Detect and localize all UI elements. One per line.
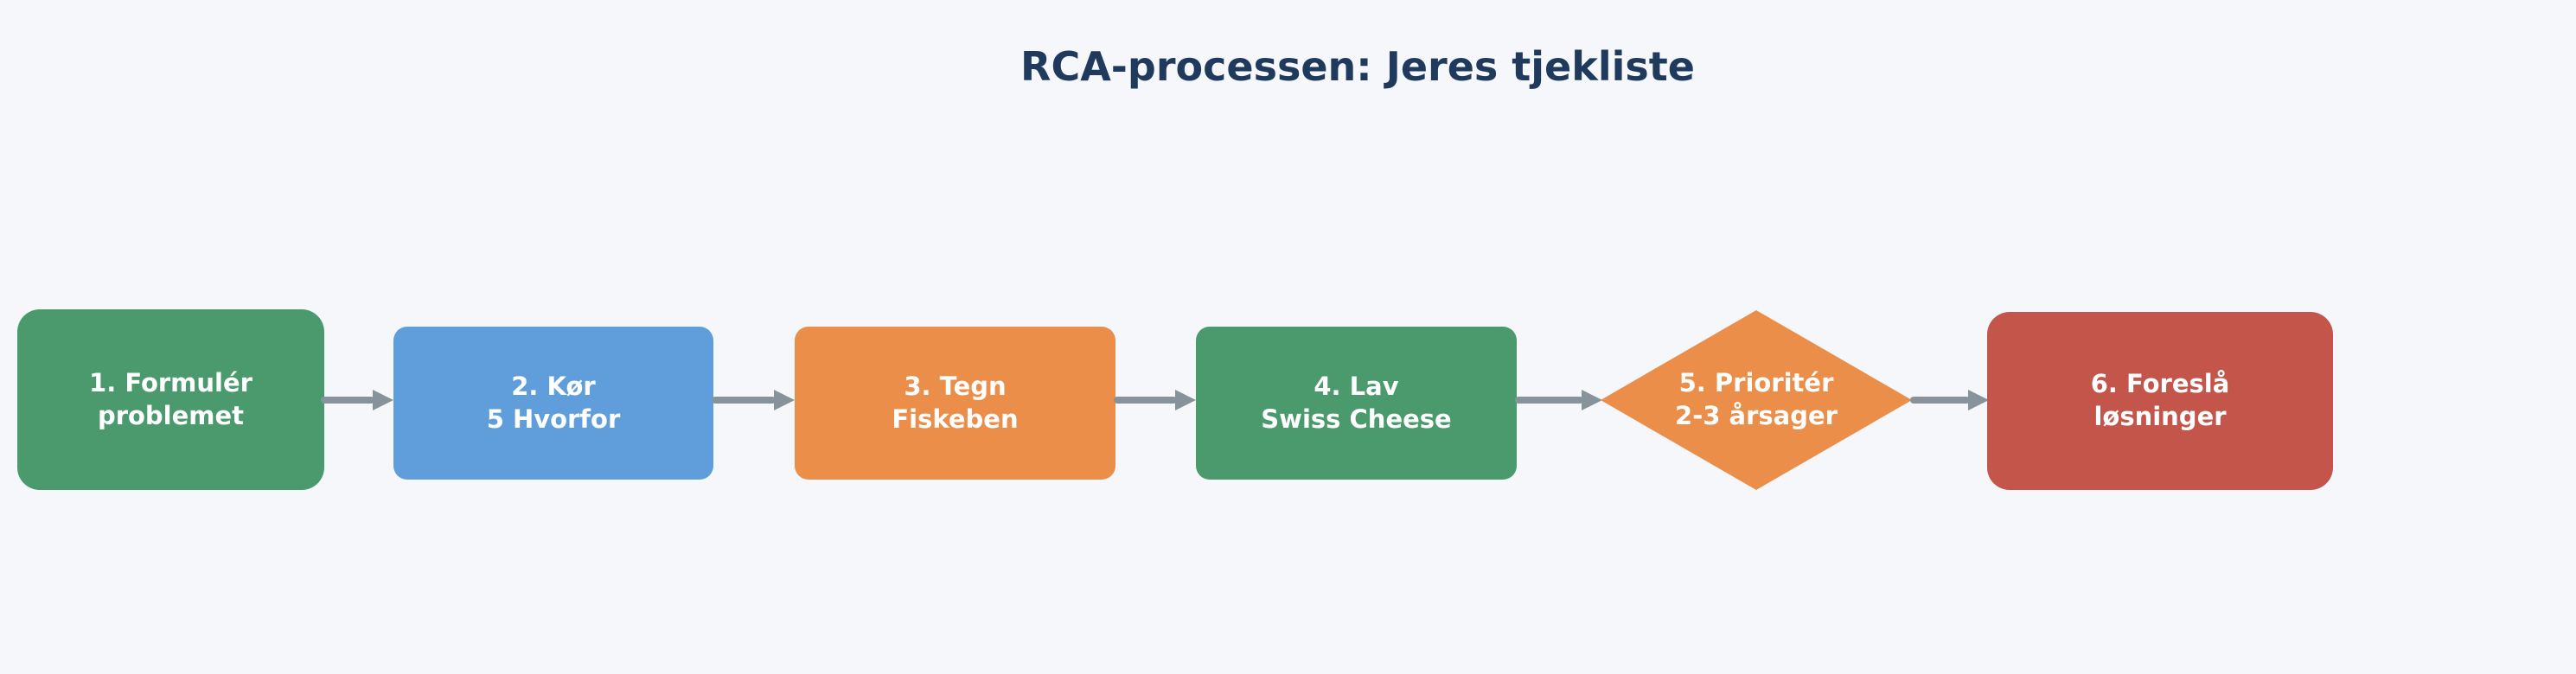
- arrow-connector-4: [1515, 390, 1602, 410]
- arrow-connector-3: [1114, 390, 1196, 410]
- flow-step-4-lav-swiss-cheese: 4. Lav Swiss Cheese: [1196, 327, 1517, 480]
- step-1-line2: problemet: [97, 400, 245, 430]
- step-4-line1: 4. Lav: [1314, 371, 1399, 401]
- step-2-line2: 5 Hvorfor: [486, 404, 621, 434]
- step-1-line1: 1. Formulér: [89, 367, 252, 397]
- step-6-line2: løsninger: [2093, 402, 2227, 431]
- flow-step-3-tegn-fiskeben: 3. Tegn Fiskeben: [795, 327, 1115, 480]
- arrow-connector-1: [321, 390, 393, 410]
- step-5-line2: 2-3 årsager: [1675, 401, 1838, 430]
- arrow-connector-2: [712, 390, 795, 410]
- step-2-label: 2. Kør 5 Hvorfor: [393, 371, 713, 436]
- step-6-line1: 6. Foreslå: [2090, 369, 2230, 399]
- diagram-title: RCA-processen: Jeres tjekliste: [1020, 43, 1695, 90]
- step-5-line1: 5. Prioritér: [1678, 368, 1834, 398]
- step-1-label: 1. Formulér problemet: [17, 367, 324, 432]
- flow-step-6-foresla-losninger: 6. Foreslå løsninger: [1987, 312, 2333, 490]
- step-4-label: 4. Lav Swiss Cheese: [1196, 371, 1517, 436]
- step-3-line2: Fiskeben: [892, 404, 1019, 434]
- flow-step-2-kor-5-hvorfor: 2. Kør 5 Hvorfor: [393, 327, 713, 480]
- step-5-label: 5. Prioritér 2-3 årsager: [1601, 367, 1912, 432]
- arrow-connector-5: [1910, 390, 1989, 410]
- step-3-label: 3. Tegn Fiskeben: [795, 371, 1115, 436]
- flow-step-5-prioriter-diamond: 5. Prioritér 2-3 årsager: [1601, 310, 1912, 490]
- step-3-line1: 3. Tegn: [904, 371, 1007, 401]
- step-6-label: 6. Foreslå løsninger: [1987, 368, 2333, 433]
- step-4-line2: Swiss Cheese: [1261, 404, 1452, 434]
- flow-step-1-formuler-problemet: 1. Formulér problemet: [17, 309, 324, 490]
- step-2-line1: 2. Kør: [511, 371, 596, 401]
